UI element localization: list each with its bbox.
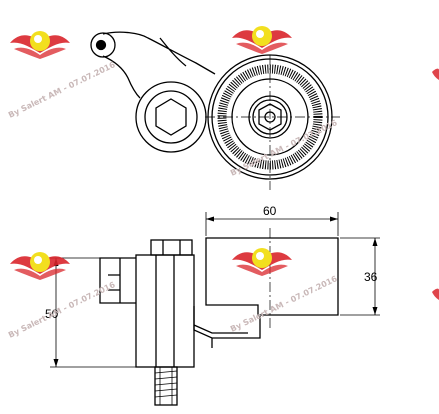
hex-bolt-head <box>155 98 187 136</box>
tensioner-arm-outline <box>102 31 216 99</box>
watermark-logo-icon <box>232 248 292 276</box>
watermark-edge-fragment <box>432 68 439 80</box>
watermark-4: By Salert AM - 07.07.2016 <box>229 248 339 334</box>
side-view <box>99 237 339 406</box>
watermark-text: By Salert AM - 07.07.2016 <box>229 274 339 334</box>
depth-dimension-label: 50 <box>45 307 59 321</box>
watermark-logo-icon <box>10 31 70 59</box>
watermark-logo-icon <box>10 252 70 280</box>
top-view-centerlines <box>205 55 340 190</box>
arm-pivot-hole <box>95 39 107 51</box>
top-view <box>90 31 333 180</box>
height-dimension-label: 36 <box>364 270 378 284</box>
width-dimension-label: 60 <box>263 204 277 218</box>
side-arm <box>193 306 261 348</box>
watermark-edge-fragment <box>432 288 439 300</box>
watermark-text: By Salert AM - 07.07.2016 <box>7 60 117 120</box>
left-flange <box>99 257 136 304</box>
threaded-stud <box>154 366 178 406</box>
pulley-side-profile <box>205 237 339 316</box>
bolt-boss-outer <box>135 81 207 153</box>
bolt-body-side <box>135 254 195 368</box>
watermark-logo-icon <box>232 26 292 54</box>
bolt-boss-inner <box>144 90 198 144</box>
watermark-text: By Salert AM - 07.07.2016 <box>7 280 117 340</box>
bolt-head-side <box>150 239 193 256</box>
arm-pivot-boss <box>90 32 116 58</box>
